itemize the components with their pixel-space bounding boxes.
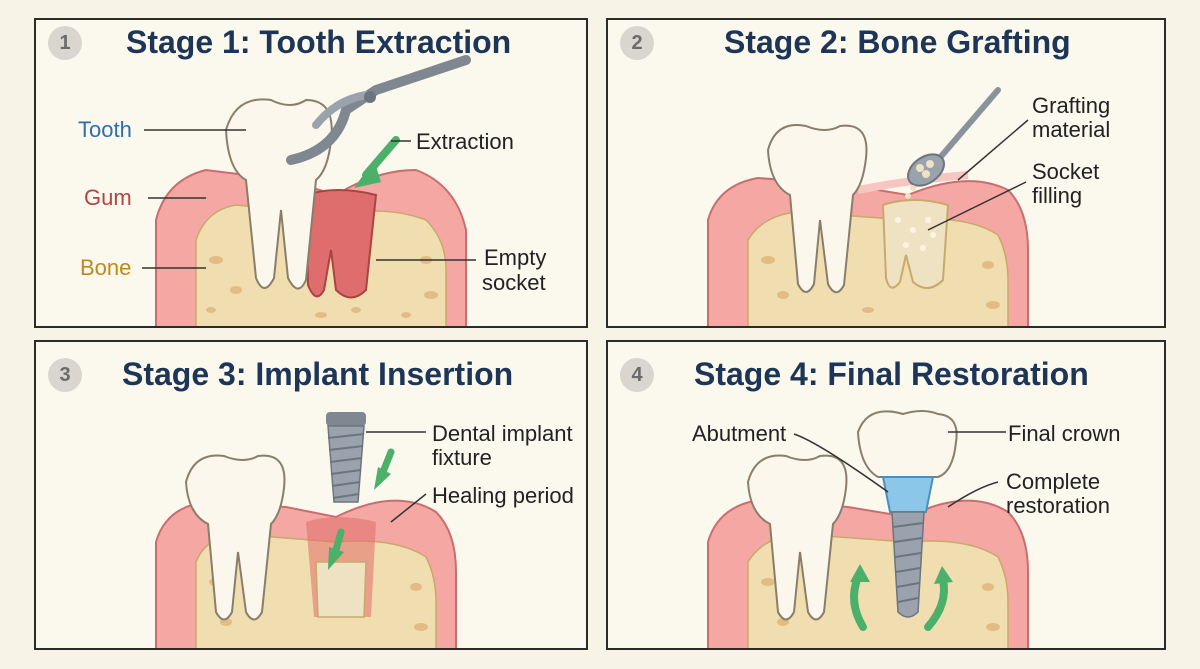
- panel-stage-1: 1 Stage 1: Tooth Extraction Tooth Gum Bo…: [34, 18, 588, 328]
- complete-restoration-label-line2: restoration: [1006, 493, 1110, 518]
- empty-socket-label-line2: socket: [482, 270, 546, 295]
- grafting-illustration: [707, 87, 1029, 326]
- empty-socket-label-line1: Empty: [484, 245, 547, 270]
- panel-title: Stage 4: Final Restoration: [694, 356, 1089, 392]
- complete-restoration-label-line1: Complete: [1006, 469, 1101, 494]
- healing-period-label: Healing period: [432, 483, 574, 508]
- final-restoration-illustration: [707, 410, 1029, 648]
- final-crown-label: Final crown: [1008, 421, 1121, 446]
- extraction-label: Extraction: [416, 129, 514, 154]
- grafting-material-label-line2: material: [1032, 117, 1111, 142]
- dental-implant-label-line2: fixture: [432, 445, 492, 470]
- panel-stage-2: 2 Stage 2: Bone Grafting Grafting materi…: [606, 18, 1166, 328]
- panel-stage-4: 4 Stage 4: Final Restoration Abutment Fi…: [606, 340, 1166, 650]
- stage-number-badge: 4: [620, 358, 654, 392]
- panel-title: Stage 1: Tooth Extraction: [126, 24, 512, 60]
- stage-number-badge: 2: [620, 26, 654, 60]
- implant-insertion-illustration: [155, 412, 457, 648]
- grafting-material-label-line1: Grafting: [1032, 93, 1111, 118]
- extraction-illustration: [142, 55, 476, 326]
- panel-stage-3: 3 Stage 3: Implant Insertion Dental impl…: [34, 340, 588, 650]
- panel-title: Stage 2: Bone Grafting: [724, 24, 1071, 60]
- stage-number-badge: 1: [48, 26, 82, 60]
- abutment-label: Abutment: [692, 421, 787, 446]
- stage-number-badge: 3: [48, 358, 82, 392]
- tooth-label: Tooth: [78, 117, 132, 142]
- dental-implant-label-line1: Dental implant: [432, 421, 573, 446]
- socket-filling-label-line1: Socket: [1032, 159, 1100, 184]
- socket-filling-label-line2: filling: [1032, 183, 1083, 208]
- bone-label: Bone: [80, 255, 132, 280]
- gum-label: Gum: [84, 185, 132, 210]
- panel-title: Stage 3: Implant Insertion: [122, 356, 514, 392]
